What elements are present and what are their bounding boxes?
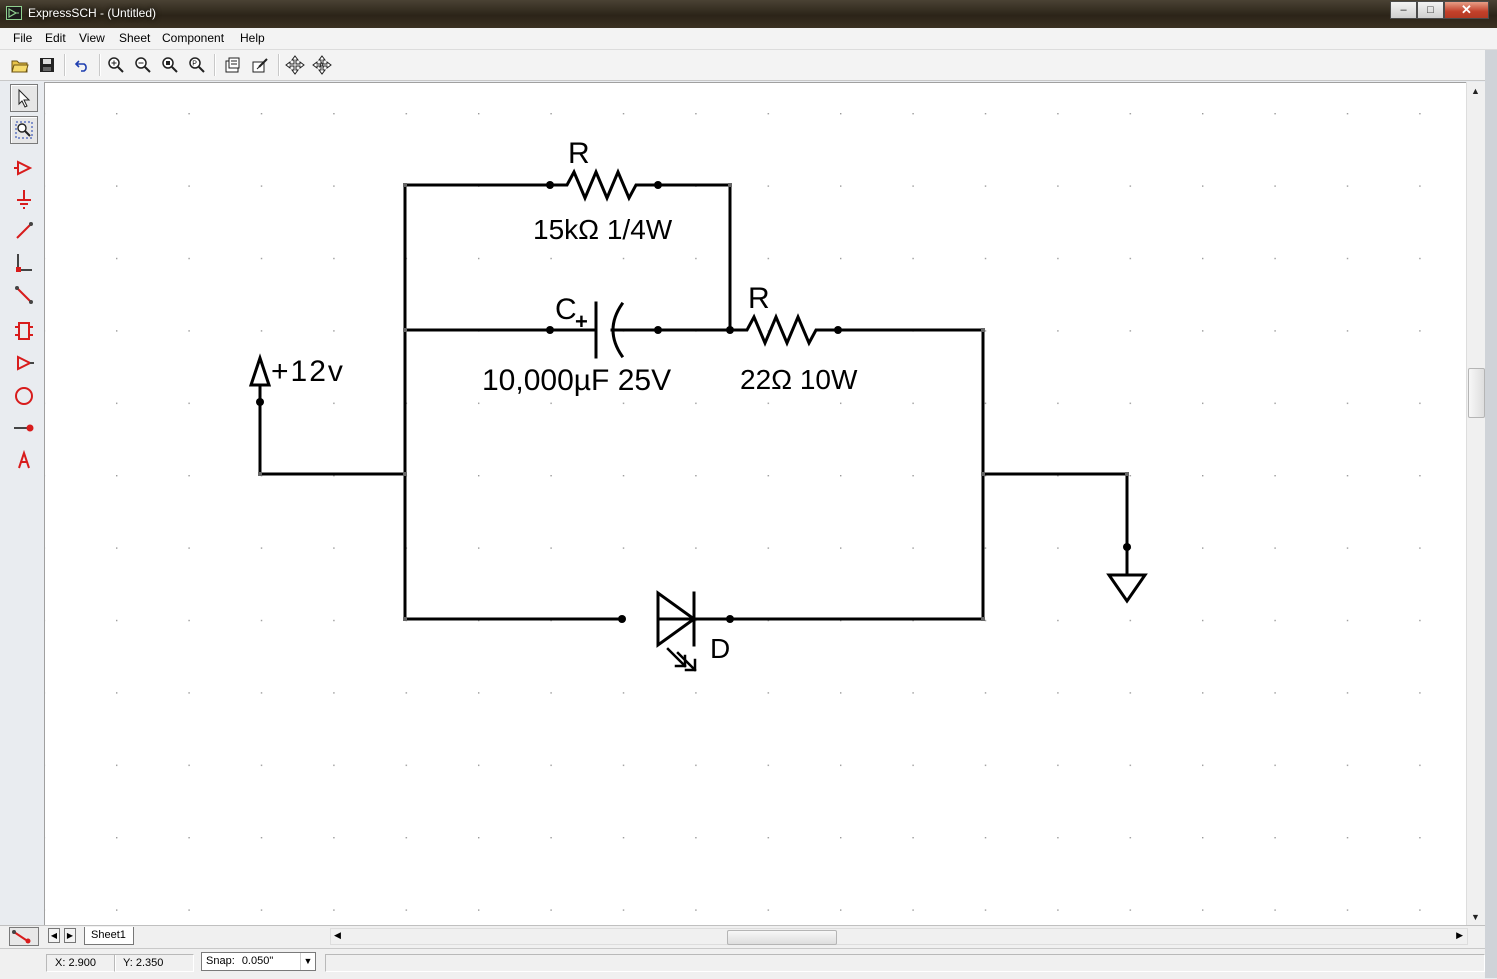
pin [654, 326, 662, 334]
scroll-right-icon[interactable]: ▶ [1456, 930, 1463, 940]
junction [403, 183, 407, 187]
status-message [325, 954, 1485, 972]
sheet-tab-row: ◀ ▶ Sheet1 ◀ ▶ [0, 925, 1485, 948]
junction [258, 472, 262, 476]
pin [1123, 543, 1131, 551]
diode-d1[interactable] [656, 590, 732, 648]
pin [726, 615, 734, 623]
ground-icon[interactable] [10, 185, 38, 213]
properties-icon[interactable] [220, 53, 244, 77]
tab-prev-icon[interactable]: ◀ [48, 928, 60, 943]
tab-sheet1[interactable]: Sheet1 [84, 927, 134, 945]
wire-icon[interactable] [10, 217, 38, 245]
junction [403, 328, 407, 332]
junction [981, 328, 985, 332]
input-port-icon[interactable] [10, 154, 38, 182]
zoom-page-icon[interactable]: P [185, 53, 209, 77]
scroll-left-icon[interactable]: ◀ [334, 930, 341, 940]
diode-reference: D [710, 633, 730, 664]
schematic-canvas[interactable]: R 15kΩ 1/4W C + 10,000µF 25V R 22Ω 10W +… [44, 82, 1467, 925]
pin [256, 398, 264, 406]
junction-icon[interactable] [10, 414, 38, 442]
c1-value: 10,000µF 25V [482, 364, 671, 397]
pin [654, 181, 662, 189]
tab-next-icon[interactable]: ▶ [64, 928, 76, 943]
menu-help[interactable]: Help [240, 31, 265, 45]
snap-label: Snap: [206, 955, 235, 967]
text-icon[interactable] [10, 446, 38, 474]
status-bar: X: 2.900 Y: 2.350 Snap: 0.050" ▼ [0, 948, 1485, 979]
horizontal-scrollbar[interactable]: ◀ ▶ [330, 928, 1468, 945]
app-icon [6, 6, 22, 20]
status-x-coordinate: X: 2.900 [46, 954, 116, 972]
edit-component-icon[interactable] [248, 53, 272, 77]
vertical-scrollbar[interactable]: ▲ ▼ [1466, 82, 1485, 926]
r2-reference: R [748, 282, 770, 315]
toolbar: P A [0, 50, 1497, 81]
chevron-down-icon[interactable]: ▼ [300, 953, 315, 970]
pin [726, 326, 734, 334]
zoom-in-icon[interactable] [104, 53, 128, 77]
menu-edit[interactable]: Edit [45, 31, 66, 45]
zoom-out-icon[interactable] [131, 53, 155, 77]
resistor-r2[interactable] [728, 313, 840, 347]
scroll-down-icon[interactable]: ▼ [1471, 912, 1480, 922]
zoom-fit-icon[interactable] [158, 53, 182, 77]
bus-icon[interactable] [10, 249, 38, 277]
menu-component[interactable]: Component [162, 31, 225, 45]
vertical-scroll-thumb[interactable] [1468, 368, 1485, 418]
r1-value: 15kΩ 1/4W [533, 214, 673, 245]
output-port-icon[interactable] [10, 349, 38, 377]
line-icon[interactable] [10, 281, 38, 309]
tool-status-icon[interactable] [9, 927, 39, 946]
snap-value: 0.050" [241, 955, 274, 967]
svg-text:P: P [192, 61, 197, 68]
menu-file[interactable]: File [13, 31, 33, 45]
tool-palette [8, 82, 42, 482]
diode-arrow-2[interactable] [676, 651, 697, 672]
horizontal-scroll-thumb[interactable] [727, 930, 837, 945]
menu-sheet[interactable]: Sheet [119, 31, 151, 45]
circle-icon[interactable] [10, 382, 38, 410]
junction [981, 472, 985, 476]
undo-icon[interactable] [70, 53, 94, 77]
junction [981, 617, 985, 621]
capacitor-c1[interactable] [548, 301, 598, 359]
r1-reference: R [568, 137, 590, 170]
c1-polarity: + [575, 309, 588, 334]
menu-bar: File Edit View Sheet Component Help [0, 28, 1497, 50]
window-title: ExpressSCH - (Untitled) [28, 6, 157, 20]
window-frame-right [1485, 50, 1497, 978]
minimize-button[interactable]: ‒ [1390, 1, 1417, 19]
close-button[interactable]: ✕ [1444, 1, 1489, 19]
title-bar: ExpressSCH - (Untitled) ‒ □ ✕ [0, 0, 1497, 28]
menu-view[interactable]: View [79, 31, 105, 45]
pin [546, 181, 554, 189]
component-icon[interactable] [10, 317, 38, 345]
junction [728, 183, 732, 187]
open-icon[interactable] [8, 53, 32, 77]
pin [618, 615, 626, 623]
status-y-coordinate: Y: 2.350 [114, 954, 194, 972]
r2-value: 22Ω 10W [740, 364, 858, 395]
resistor-r1[interactable] [548, 168, 660, 202]
pin [546, 326, 554, 334]
junction [403, 617, 407, 621]
zoom-select-icon[interactable] [10, 116, 38, 144]
grid [45, 83, 1467, 925]
move-icon[interactable]: A [310, 53, 334, 77]
select-tool-icon[interactable] [10, 84, 38, 112]
pin [834, 326, 842, 334]
junction [403, 472, 407, 476]
pan-icon[interactable] [283, 53, 307, 77]
svg-text:A: A [319, 63, 324, 70]
scroll-up-icon[interactable]: ▲ [1471, 86, 1480, 96]
snap-select[interactable]: Snap: 0.050" ▼ [201, 952, 316, 971]
junction [1125, 472, 1129, 476]
c1-reference: C [555, 293, 577, 326]
maximize-button[interactable]: □ [1417, 1, 1444, 19]
save-icon[interactable] [35, 53, 59, 77]
power-label: +12v [271, 355, 345, 388]
